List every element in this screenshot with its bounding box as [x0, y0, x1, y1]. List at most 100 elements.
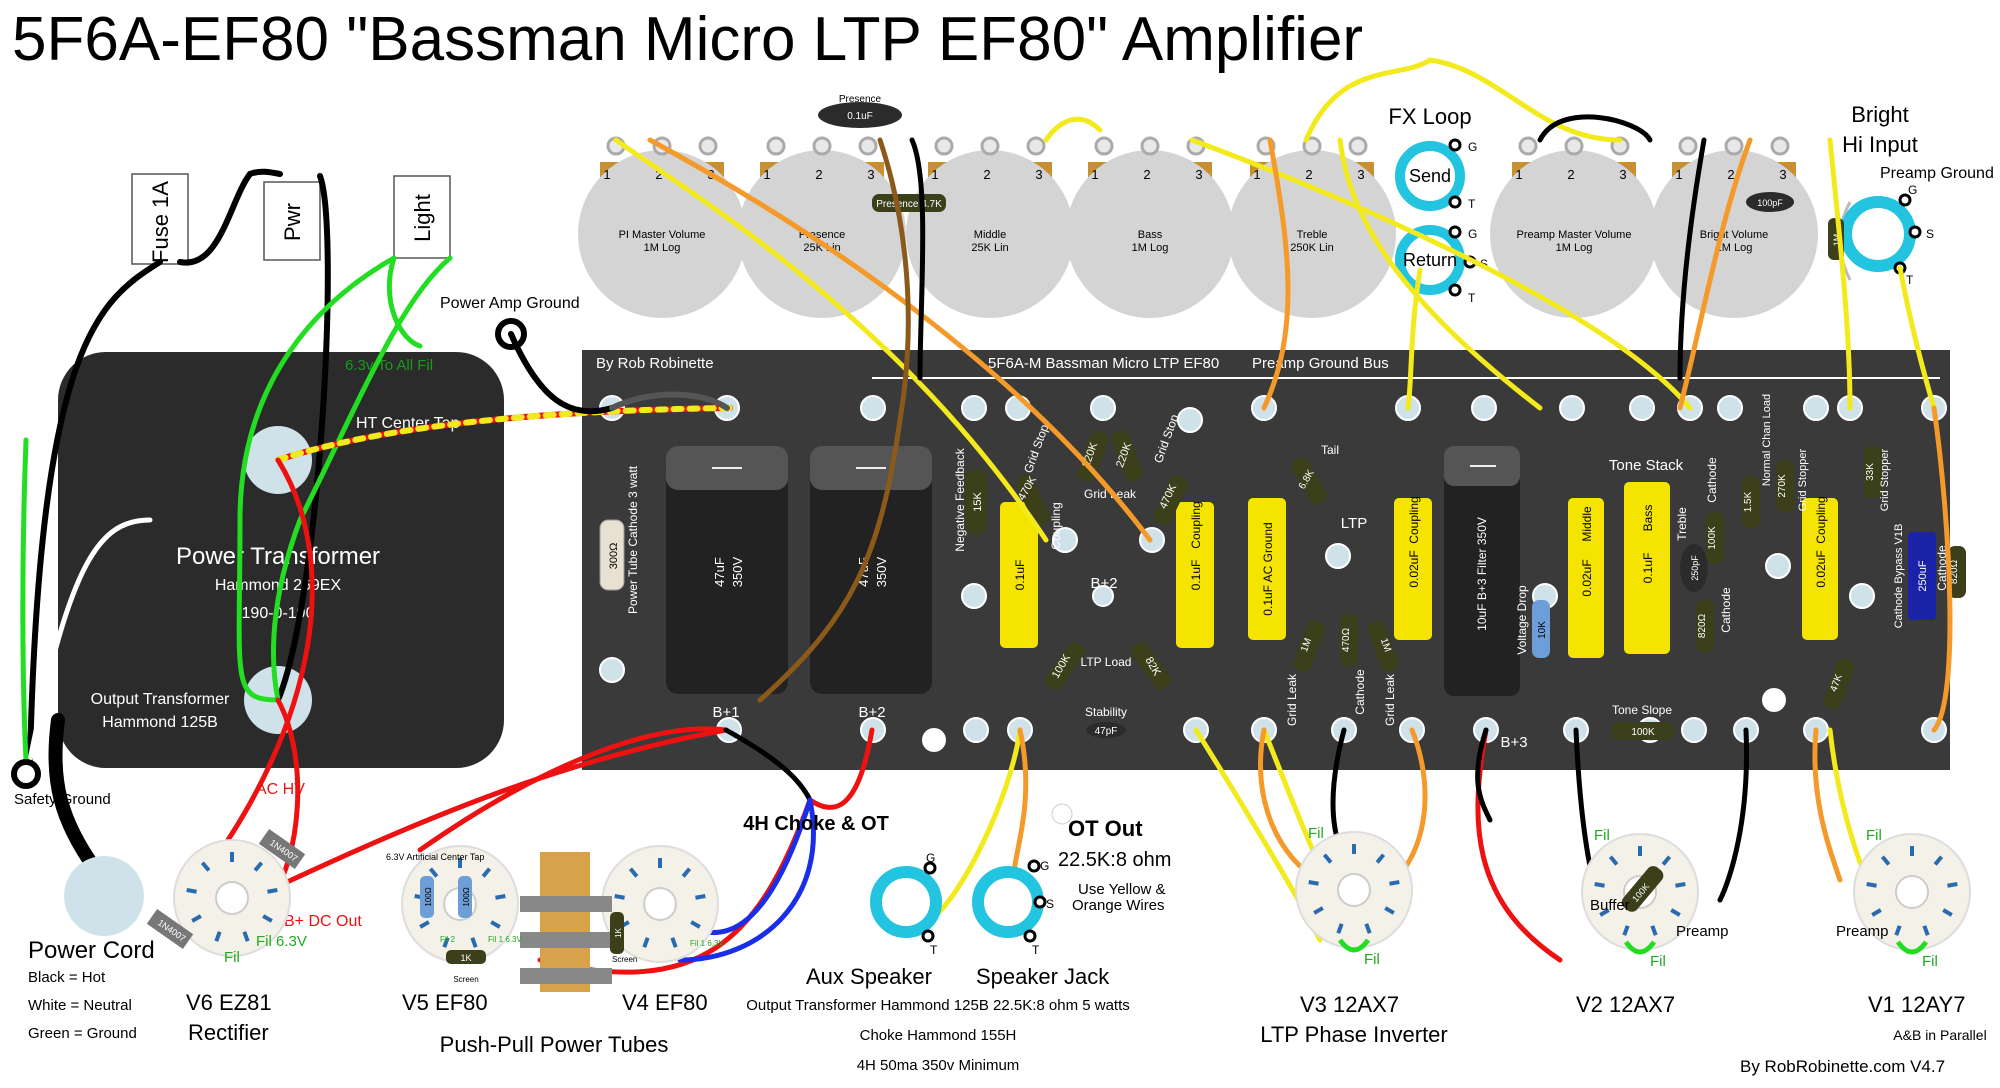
- svg-text:Stability: Stability: [1085, 705, 1127, 719]
- rectifier-label: Rectifier: [188, 1020, 269, 1045]
- svg-text:T: T: [1032, 943, 1040, 957]
- svg-text:0.1uF AC Ground: 0.1uF AC Ground: [1261, 522, 1275, 615]
- wires: [20, 57, 1953, 975]
- pot-lug-label: 2: [1305, 167, 1312, 182]
- svg-text:G: G: [1468, 227, 1477, 241]
- svg-text:350V: 350V: [730, 556, 745, 587]
- svg-text:T: T: [1468, 197, 1476, 211]
- negative-feedback-label: Negative Feedback: [953, 447, 967, 551]
- v4-components: 1K Screen Fil 1 6.3V: [610, 912, 724, 964]
- power-tube-cathode-resistor: 300Ω Power Tube Cathode 3 watt: [599, 465, 640, 614]
- svg-text:Presence: Presence: [839, 94, 882, 105]
- svg-text:Cathode Bypass V1B: Cathode Bypass V1B: [1893, 524, 1905, 629]
- preamp-label-v1: Preamp: [1836, 923, 1889, 940]
- v1-label: V1 12AY7: [1868, 992, 1965, 1017]
- svg-text:Hammond 125B: Hammond 125B: [102, 714, 218, 731]
- b1-label: B+1: [712, 704, 739, 721]
- svg-text:Normal Chan Load: Normal Chan Load: [1761, 394, 1773, 486]
- svg-text:100K: 100K: [1707, 526, 1718, 550]
- treble-cap: [1680, 544, 1708, 592]
- aux-speaker-jack: G T: [870, 851, 942, 957]
- b2-label: B+2: [858, 704, 885, 721]
- svg-text:Pwr: Pwr: [280, 203, 305, 241]
- svg-text:S: S: [1926, 227, 1934, 241]
- svg-text:LTP Load: LTP Load: [1081, 655, 1132, 669]
- ab-parallel-label: A&B in Parallel: [1893, 1027, 1986, 1043]
- tone-middle-cap: 0.02uF Middle: [1568, 498, 1604, 658]
- svg-text:Screen: Screen: [612, 955, 637, 964]
- fil-label: Fil: [1922, 953, 1938, 970]
- svg-text:G: G: [1468, 140, 1477, 154]
- pot-lug-label: 2: [983, 167, 990, 182]
- v6-label: V6 EZ81: [186, 990, 272, 1015]
- fil-label: Fil: [1594, 827, 1610, 844]
- pot-value: 1M Log: [1556, 242, 1593, 254]
- svg-text:350V: 350V: [874, 556, 889, 587]
- svg-text:100pF: 100pF: [1757, 198, 1783, 208]
- svg-text:S: S: [1046, 897, 1054, 911]
- svg-text:1M: 1M: [1299, 637, 1314, 654]
- svg-text:Fil 2: Fil 2: [440, 935, 456, 944]
- svg-text:0.02uF: 0.02uF: [1407, 550, 1421, 587]
- power-switch: Pwr: [263, 181, 321, 261]
- page-title: 5F6A-EF80 "Bassman Micro LTP EF80" Ampli…: [12, 5, 1363, 74]
- green-ground-label: Green = Ground: [28, 1025, 137, 1042]
- use-yellow-label: Use Yellow &: [1078, 881, 1166, 898]
- svg-text:Coupling: Coupling: [1407, 496, 1421, 543]
- hi-input-label: Hi Input: [1842, 132, 1918, 157]
- svg-text:0.1uF: 0.1uF: [1641, 553, 1655, 584]
- svg-text:Power Transformer: Power Transformer: [176, 543, 380, 570]
- svg-text:Power Tube Cathode 3 watt: Power Tube Cathode 3 watt: [626, 465, 640, 614]
- svg-text:100Ω: 100Ω: [424, 887, 433, 906]
- safety-ground-label: Safety Ground: [14, 791, 111, 808]
- pot-name: Bright Volume: [1700, 229, 1768, 241]
- svg-text:T: T: [1906, 273, 1914, 287]
- push-pull-label: Push-Pull Power Tubes: [440, 1032, 669, 1057]
- svg-text:Cathode: Cathode: [1705, 457, 1719, 503]
- svg-text:820Ω: 820Ω: [1697, 613, 1708, 638]
- svg-text:Coupling: Coupling: [1189, 501, 1203, 548]
- svg-text:47uF: 47uF: [712, 557, 727, 587]
- svg-text:0.02uF: 0.02uF: [1814, 550, 1828, 587]
- pot-lug-label: 3: [1357, 167, 1364, 182]
- fuse-holder: Fuse 1A: [131, 173, 189, 265]
- ltp-pi-label: LTP Phase Inverter: [1260, 1022, 1448, 1047]
- svg-text:Send: Send: [1409, 166, 1451, 186]
- v5-label: V5 EF80: [402, 990, 488, 1015]
- hi-input-jack: G S T 1M: [1828, 183, 1934, 287]
- b-dc-out-label: B+ DC Out: [284, 913, 362, 930]
- feedback-resistor: 15K: [965, 470, 987, 534]
- preamp-label: Preamp: [1676, 923, 1729, 940]
- svg-text:250uF: 250uF: [1917, 560, 1929, 591]
- bright-cap: 100pF: [1746, 192, 1794, 212]
- send-jack: Send G T: [1395, 138, 1477, 211]
- v4-label: V4 EF80: [622, 990, 708, 1015]
- pot-lug-label: 3: [1619, 167, 1626, 182]
- artificial-ct-label: 6.3V Artificial Center Tap: [386, 852, 484, 862]
- svg-text:5F6A-M Bassman Micro LTP EF80: 5F6A-M Bassman Micro LTP EF80: [988, 355, 1219, 372]
- coupling-cap-2: 0.1uF Coupling: [1176, 501, 1214, 648]
- speaker-jack-label: Speaker Jack: [976, 964, 1110, 989]
- coupling-cap-3: 0.02uF Coupling: [1394, 496, 1432, 640]
- svg-text:By Rob Robinette: By Rob Robinette: [596, 355, 714, 372]
- filter-cap-2: 47uF 350V: [810, 446, 932, 694]
- svg-text:250pF: 250pF: [1690, 555, 1700, 581]
- choke-ot-label: 4H Choke & OT: [743, 813, 889, 835]
- black-hot-label: Black = Hot: [28, 969, 106, 986]
- fil-label: Fil: [224, 949, 240, 966]
- svg-text:Light: Light: [410, 194, 435, 242]
- filter-cap-1: 47uF 350V: [666, 446, 788, 694]
- pot-lug-label: 2: [815, 167, 822, 182]
- pilot-light: Light: [393, 175, 451, 259]
- svg-text:Fil 1 6.3V: Fil 1 6.3V: [488, 935, 522, 944]
- speaker-jack: G S T: [972, 859, 1054, 957]
- tube-socket-1: [173, 839, 291, 957]
- ot-out-label: OT Out: [1068, 816, 1143, 841]
- svg-text:Bass: Bass: [1641, 505, 1655, 532]
